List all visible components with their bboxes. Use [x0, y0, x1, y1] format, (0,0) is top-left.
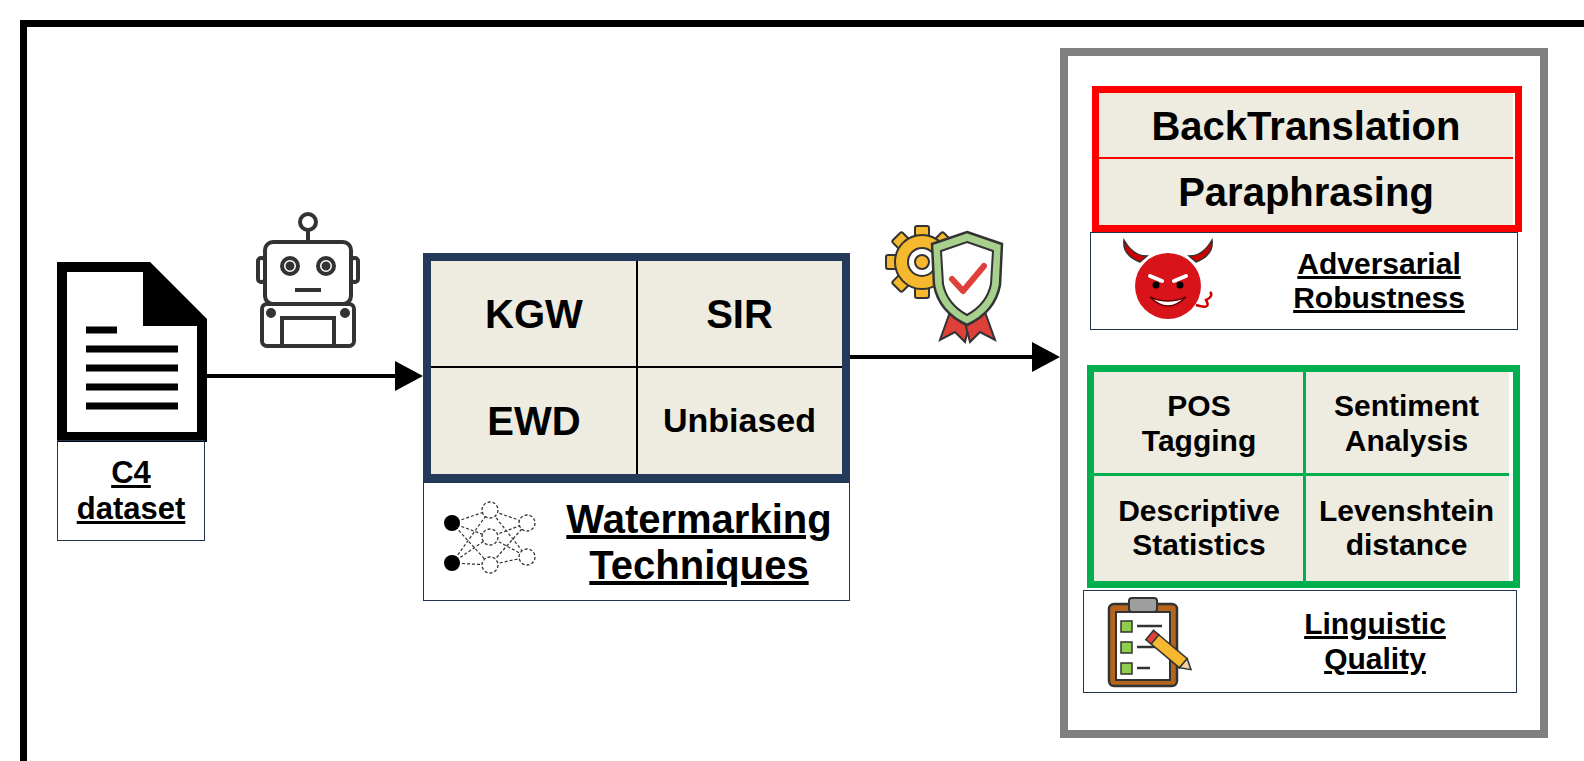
metric-cell: Descriptive Statistics: [1094, 475, 1304, 581]
label-box: [1083, 590, 1517, 693]
cell-label: EWD: [487, 398, 580, 444]
cell-label: BackTranslation: [1151, 103, 1460, 149]
text-area: Levenshtein distance: [1304, 475, 1509, 581]
document-icon: [62, 267, 202, 437]
cell-label: Sentiment Analysis: [1312, 389, 1502, 458]
metric-cell: Sentiment Analysis: [1304, 372, 1509, 475]
cell-label: POS Tagging: [1114, 389, 1284, 458]
robustness-group: Adversarial Robustness BackTranslationPar…: [1090, 86, 1522, 330]
flow-arrow: [850, 342, 1060, 372]
group-label: Watermarking Techniques: [554, 496, 844, 588]
text-area: KGW: [431, 261, 637, 367]
text-area: BackTranslation: [1099, 93, 1513, 158]
flow-arrow: [207, 361, 423, 391]
text-area: Adversarial Robustness: [1240, 232, 1518, 330]
method-cell: Unbiased: [637, 367, 842, 474]
text-area: EWD: [431, 367, 637, 474]
text-area: Descriptive Statistics: [1094, 475, 1304, 581]
method-cell: EWD: [431, 367, 637, 474]
text-area: Paraphrasing: [1099, 158, 1513, 225]
cell-label: Paraphrasing: [1178, 169, 1434, 215]
cell-label: KGW: [485, 291, 583, 337]
text-area: Linguistic Quality: [1233, 590, 1517, 693]
cell-label: Levenshtein distance: [1312, 494, 1502, 563]
method-cell: SIR: [637, 261, 842, 367]
cell-label: Unbiased: [663, 401, 816, 440]
text-area: Unbiased: [637, 367, 842, 474]
cell-label: Descriptive Statistics: [1104, 494, 1294, 563]
metric-cell: Levenshtein distance: [1304, 475, 1509, 581]
text-area: C4 dataset: [57, 440, 205, 541]
grid-line: [431, 366, 842, 368]
text-area: POS Tagging: [1094, 372, 1304, 475]
text-area: Watermarking Techniques: [548, 482, 850, 601]
evaluation-panel: Adversarial Robustness BackTranslationPar…: [1060, 48, 1548, 738]
dataset-node: C4 dataset: [57, 262, 207, 541]
metric-cell: POS Tagging: [1094, 372, 1304, 475]
grid-line: [1099, 157, 1513, 159]
neural-net-icon: [444, 502, 535, 573]
gear-shield-icon: [886, 226, 1002, 342]
grid-line: [1094, 473, 1509, 476]
robot-icon: [258, 214, 358, 346]
grid-line: [1303, 372, 1306, 581]
method-cell: KGW: [431, 261, 637, 367]
attack-cell: BackTranslation: [1099, 93, 1513, 158]
attack-cell: Paraphrasing: [1099, 158, 1513, 225]
group-label: Adversarial Robustness: [1279, 247, 1479, 316]
text-area: SIR: [637, 261, 842, 367]
clipboard-icon: [1109, 598, 1195, 686]
quality-group: Linguistic Quality POS Tagging Sentiment A…: [1083, 365, 1520, 693]
technique-group: Watermarking Techniques KGW SIR EWD Unbiased: [423, 253, 850, 601]
devil-icon: [1124, 240, 1212, 319]
text-area: Sentiment Analysis: [1304, 372, 1509, 475]
group-label: Linguistic Quality: [1275, 607, 1475, 676]
cell-label: SIR: [706, 291, 773, 337]
group-label: C4 dataset: [66, 455, 196, 526]
